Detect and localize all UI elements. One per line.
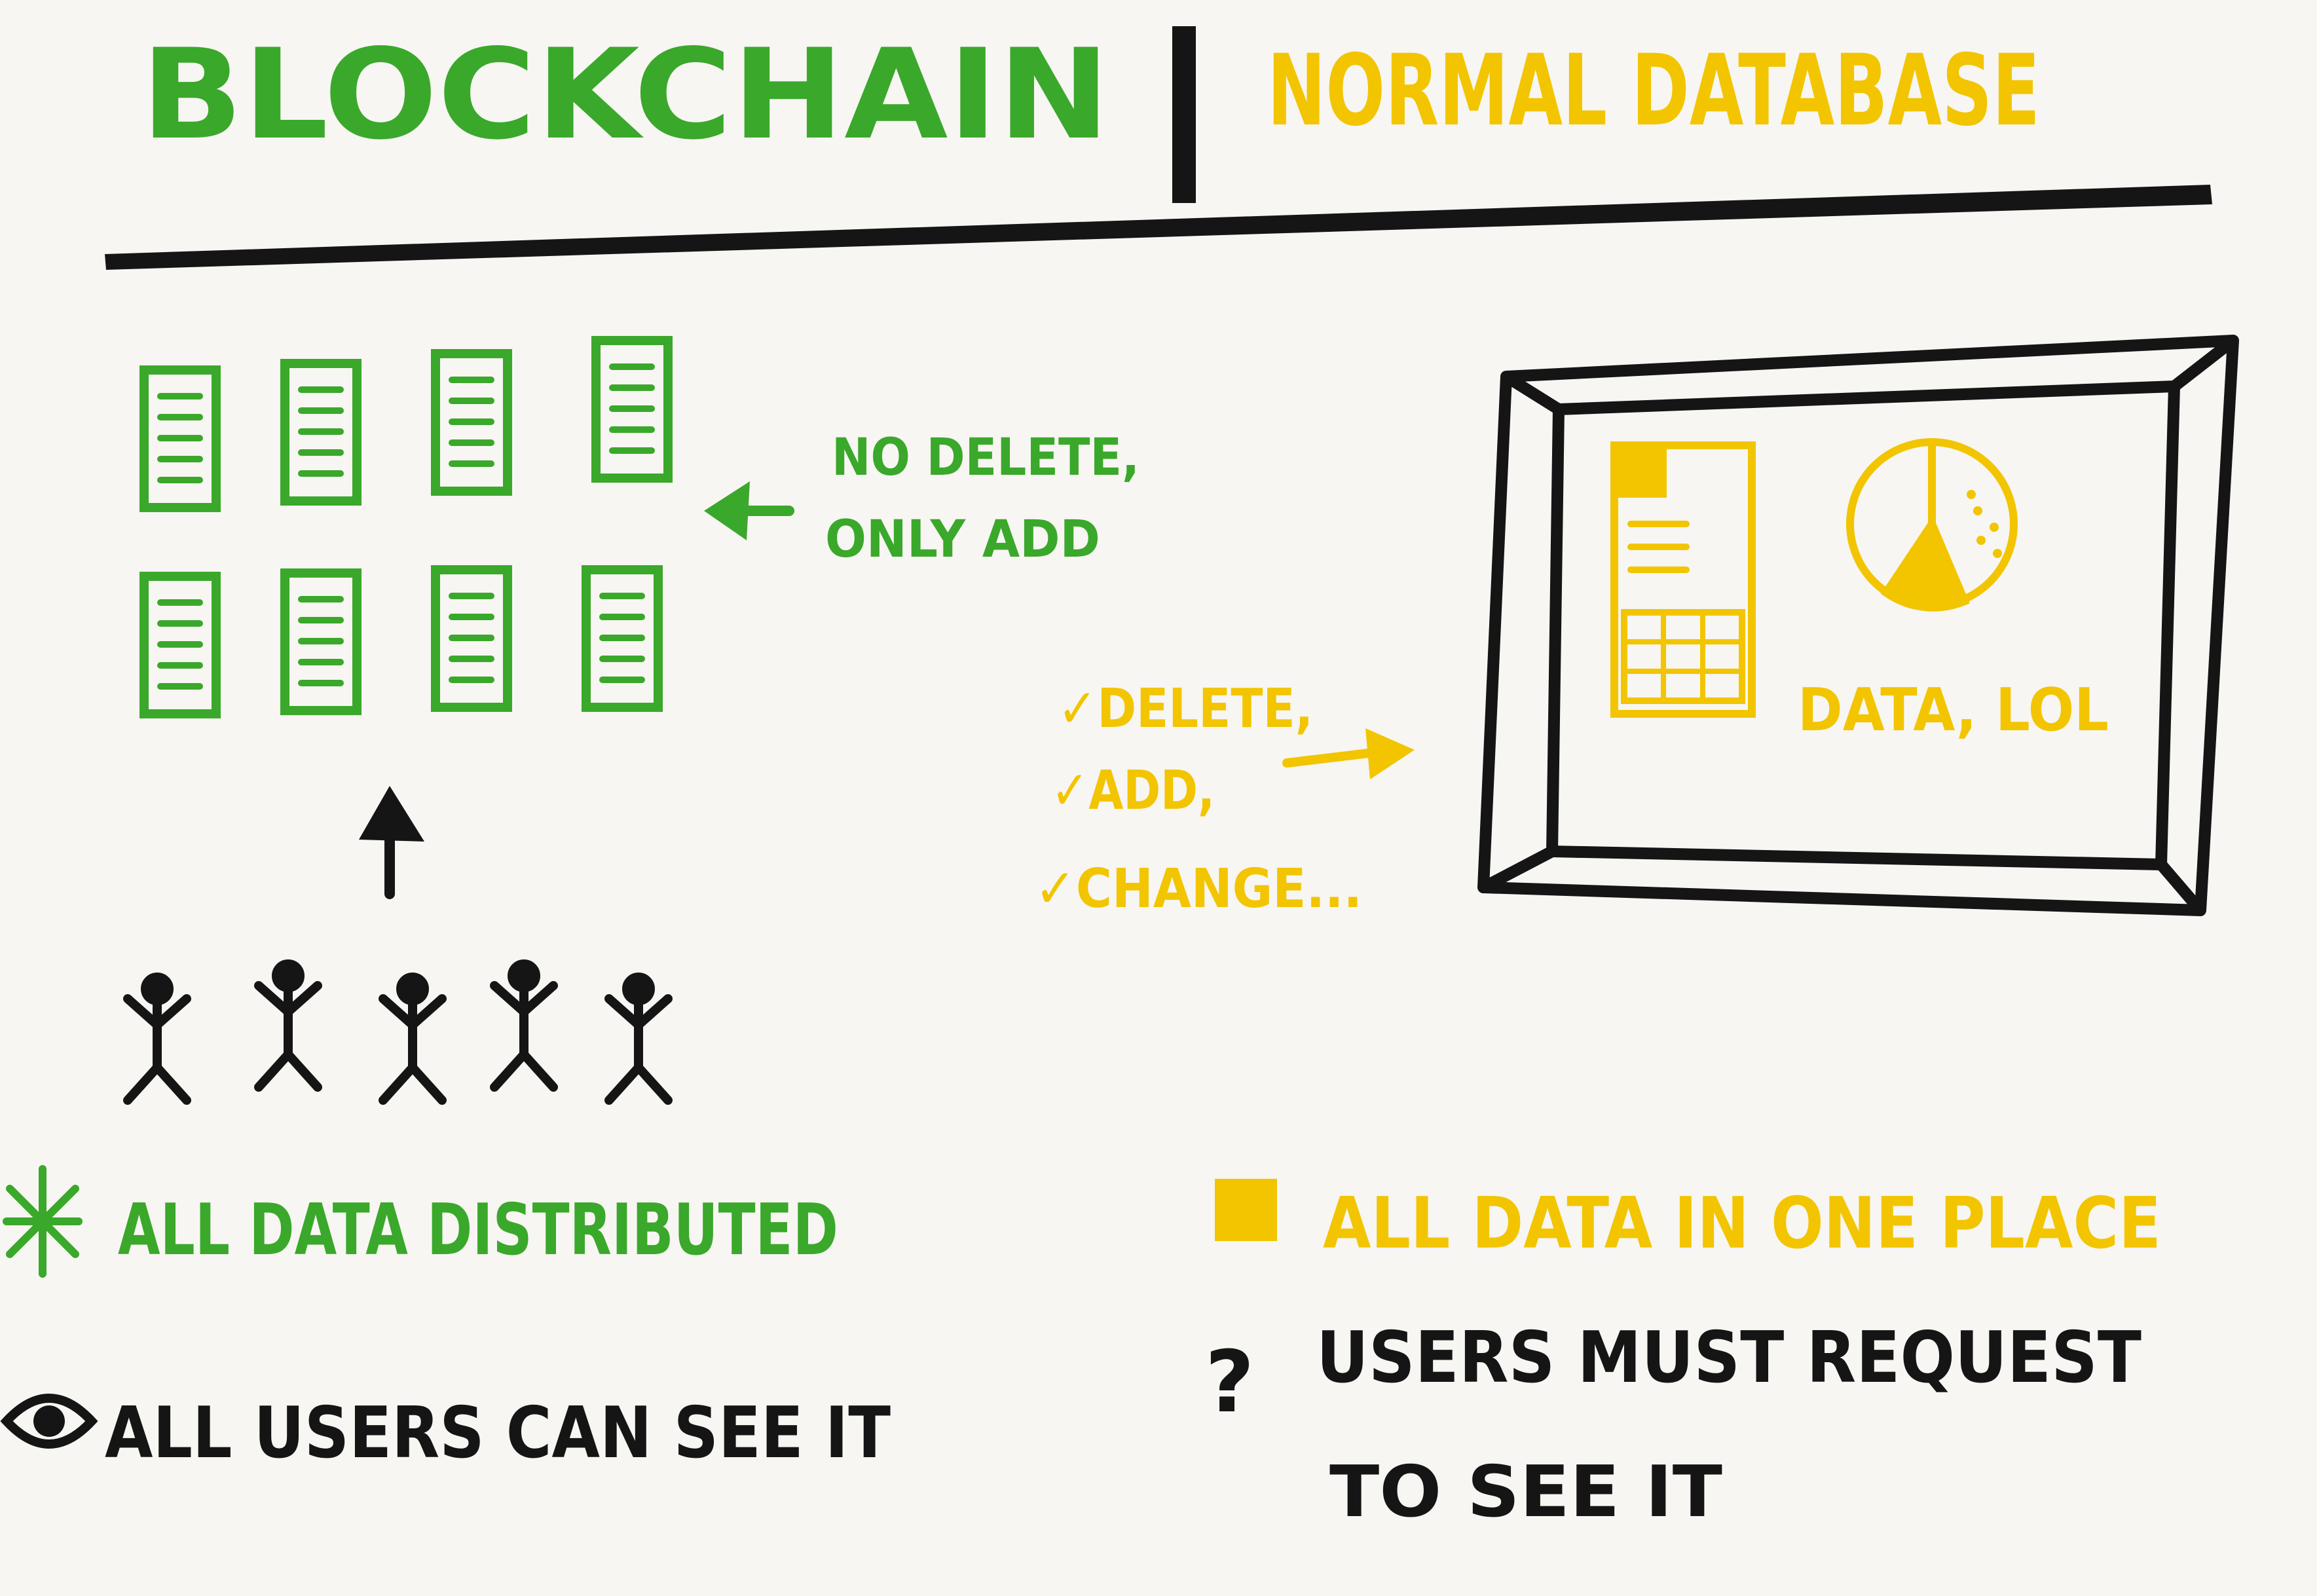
ops-change: ✓CHANGE... — [1035, 858, 1362, 920]
user-group — [123, 959, 673, 1105]
blockchain-title: BLOCKCHAIN — [141, 22, 1110, 167]
report-document-icon — [1610, 441, 1756, 718]
ops-delete: ✓DELETE, — [1058, 678, 1313, 740]
screen-data-label: DATA, LOL — [1798, 676, 2109, 745]
block-icon — [431, 349, 512, 496]
eye-icon — [0, 1394, 98, 1449]
pie-chart-icon — [1846, 438, 2018, 612]
all-users-can-see-it-text: ALL USERS CAN SEE IT — [105, 1392, 891, 1474]
question-mark-icon: ? — [1205, 1332, 1254, 1432]
database-screen — [1477, 335, 2239, 916]
user-icon — [490, 959, 558, 1092]
to-see-it-text: TO SEE IT — [1329, 1451, 1722, 1533]
user-icon — [604, 973, 673, 1105]
square-icon — [1215, 1179, 1277, 1241]
user-icon — [379, 973, 447, 1105]
block-icon — [591, 336, 673, 483]
only-add-annotation: ONLY ADD — [825, 510, 1100, 569]
arrow-to-blocks-icon — [704, 481, 794, 540]
database-title: NORMAL DATABASE — [1267, 34, 2040, 148]
block-icon — [139, 572, 221, 718]
asterisk-icon — [3, 1165, 83, 1278]
ops-add: ✓ADD, — [1051, 760, 1215, 822]
all-data-in-one-place-text: ALL DATA IN ONE PLACE — [1323, 1183, 2161, 1265]
user-icon — [254, 959, 322, 1092]
header-divider — [1172, 26, 1196, 203]
block-grid — [139, 336, 673, 718]
arrow-up-icon — [359, 786, 424, 899]
no-delete-annotation: NO DELETE, — [832, 428, 1140, 487]
block-icon — [280, 359, 361, 506]
block-icon — [280, 568, 361, 715]
block-icon — [431, 565, 512, 712]
arrow-to-database-icon — [1282, 728, 1415, 779]
header-underline — [105, 185, 2212, 270]
user-icon — [123, 973, 191, 1105]
block-icon — [139, 365, 221, 512]
block-icon — [582, 565, 663, 712]
users-must-request-text: USERS MUST REQUEST — [1316, 1317, 2141, 1399]
all-data-distributed-text: ALL DATA DISTRIBUTED — [118, 1189, 838, 1271]
